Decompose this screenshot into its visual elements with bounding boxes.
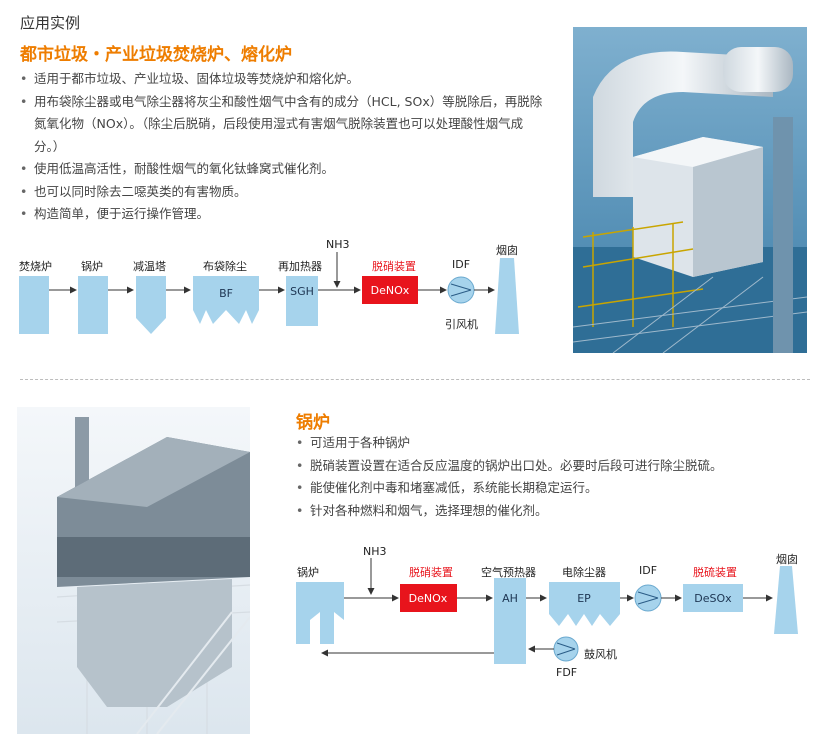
plant-illustration xyxy=(573,27,807,353)
fan-icon xyxy=(447,276,475,304)
chimney-shape xyxy=(495,258,519,334)
label-chimney: 烟囱 xyxy=(496,244,518,257)
denox-text-2: DeNOx xyxy=(409,592,448,605)
section-title: 应用实例 xyxy=(20,14,81,32)
label-esp: 电除尘器 xyxy=(562,566,606,579)
list-item: 使用低温高活性，耐酸性烟气的氧化钛蜂窝式催化剂。 xyxy=(20,158,545,181)
fan-icon xyxy=(634,584,662,612)
label-idf-2: IDF xyxy=(639,564,658,577)
bag-filter-text: BF xyxy=(219,287,233,300)
label-induced-fan: 引风机 xyxy=(445,318,478,331)
section-divider xyxy=(20,379,810,380)
esp-text: EP xyxy=(577,592,591,605)
boiler-illustration xyxy=(17,407,250,734)
air-preheater-text: AH xyxy=(502,592,518,605)
label-boiler: 锅炉 xyxy=(81,260,103,273)
air-preheater-box xyxy=(494,578,526,664)
label-incinerator: 焚烧炉 xyxy=(19,260,52,273)
denox-box xyxy=(362,276,418,304)
label-idf: IDF xyxy=(452,258,471,271)
application-list: 适用于都市垃圾、产业垃圾、固体垃圾等焚烧炉和熔化炉。 用布袋除尘器或电气除尘器将… xyxy=(20,68,545,226)
list-item: 能使催化剂中毒和堵塞减低，系统能长期稳定运行。 xyxy=(296,477,796,500)
label-fdf: FDF xyxy=(556,666,578,679)
boiler-shape xyxy=(296,582,344,644)
denox-text: DeNOx xyxy=(371,284,410,297)
label-chimney-2: 烟囱 xyxy=(776,553,798,566)
photo-incinerator-plant xyxy=(573,27,807,353)
desox-text: DeSOx xyxy=(694,592,732,605)
section-subtitle: 都市垃圾・产业垃圾焚烧炉、熔化炉 xyxy=(20,45,292,65)
label-boiler-2: 锅炉 xyxy=(297,566,319,579)
desox-box xyxy=(683,584,743,612)
list-item: 也可以同时除去二噁英类的有害物质。 xyxy=(20,181,545,204)
denox-box-2 xyxy=(400,584,457,612)
cooling-tower-shape xyxy=(136,276,166,334)
list-item: 适用于都市垃圾、产业垃圾、固体垃圾等焚烧炉和熔化炉。 xyxy=(20,68,545,91)
reheater-box xyxy=(286,276,318,326)
label-reheater: 再加热器 xyxy=(278,260,322,273)
boiler-box xyxy=(78,276,108,334)
section-heading-boiler: 锅炉 xyxy=(296,413,330,433)
boiler-feature-list: 可适用于各种锅炉 脱硝装置设置在适合反应温度的锅炉出口处。必要时后段可进行除尘脱… xyxy=(296,432,796,522)
list-item: 脱硝装置设置在适合反应温度的锅炉出口处。必要时后段可进行除尘脱硫。 xyxy=(296,455,796,478)
label-forced-fan: 鼓风机 xyxy=(584,648,617,661)
list-item: 可适用于各种锅炉 xyxy=(296,432,796,455)
photo-boiler-plant xyxy=(17,407,250,734)
label-bag-filter: 布袋除尘 xyxy=(203,260,247,273)
list-item: 针对各种燃料和烟气，选择理想的催化剂。 xyxy=(296,500,796,523)
reheater-text: SGH xyxy=(290,285,314,298)
label-nh3: NH3 xyxy=(326,238,350,251)
label-denox-unit: 脱硝装置 xyxy=(372,260,416,273)
label-cooling-tower: 减温塔 xyxy=(133,260,166,273)
bag-filter-shape xyxy=(193,276,259,324)
label-denox-unit-2: 脱硝装置 xyxy=(409,566,453,579)
label-nh3-2: NH3 xyxy=(363,545,387,558)
incinerator-box xyxy=(19,276,49,334)
esp-shape xyxy=(549,582,620,626)
label-air-preheater: 空气预热器 xyxy=(481,566,536,579)
label-desox-unit: 脱硫装置 xyxy=(693,566,737,579)
chimney-shape-2 xyxy=(774,566,798,634)
fan-icon xyxy=(553,636,579,662)
list-item: 用布袋除尘器或电气除尘器将灰尘和酸性烟气中含有的成分（HCL, SOx）等脱除后… xyxy=(20,91,545,159)
list-item: 构造简单，便于运行操作管理。 xyxy=(20,203,545,226)
